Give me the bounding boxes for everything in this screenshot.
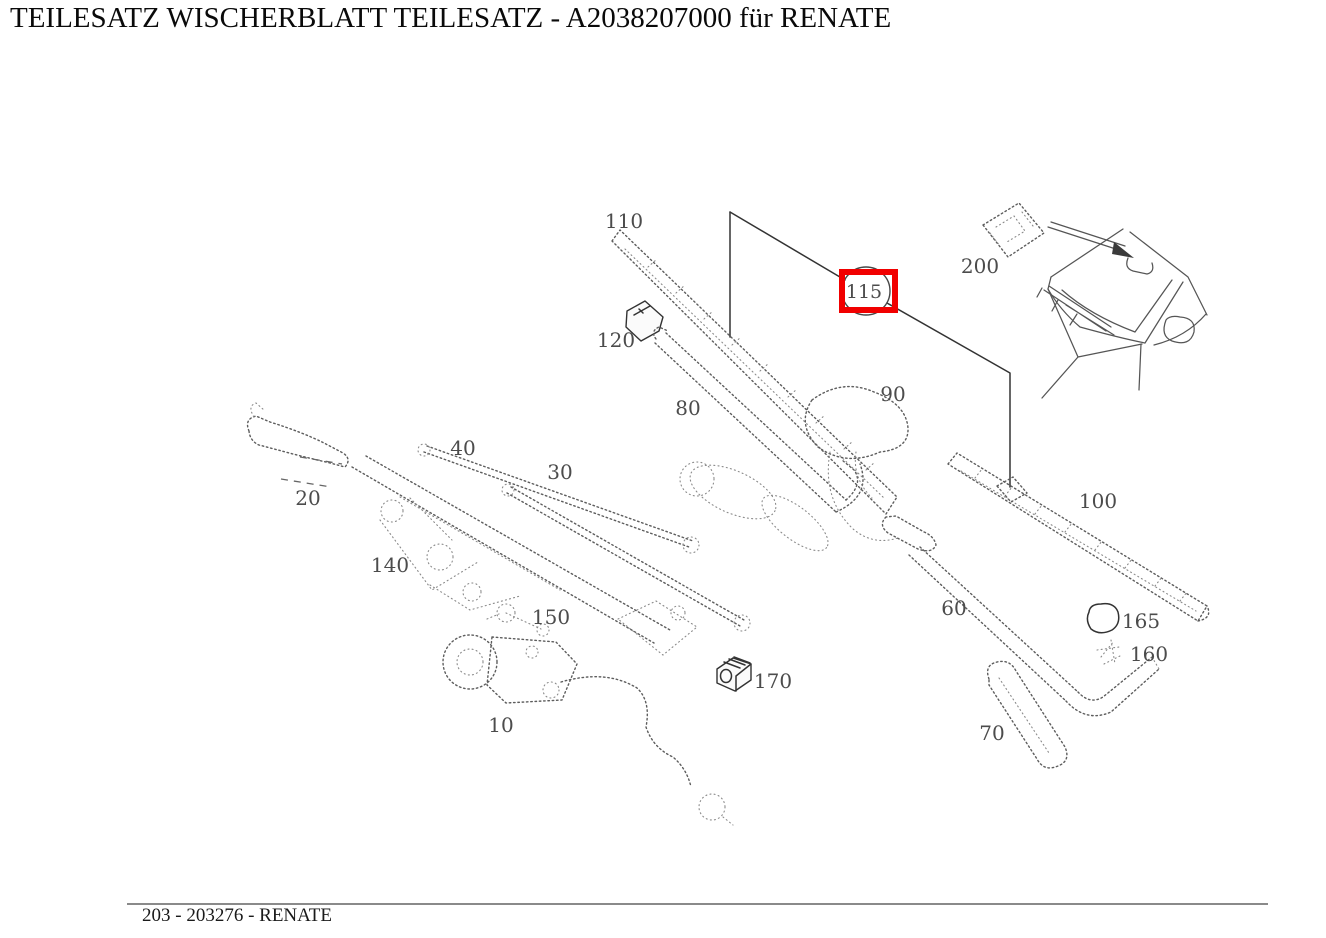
part-label-90[interactable]: 90 [880, 382, 905, 406]
wiper-blade-110-drawing [611, 229, 898, 515]
nut-160-drawing [1096, 639, 1123, 665]
part-label-160[interactable]: 160 [1130, 642, 1168, 666]
part-label-120[interactable]: 120 [597, 328, 635, 352]
cover-200-drawing [982, 202, 1045, 258]
wiper-arm-60-drawing [881, 515, 1160, 717]
part-label-70[interactable]: 70 [979, 721, 1004, 745]
pointer-arrow-icon [1047, 221, 1134, 258]
part-label-115[interactable]: 115 [846, 281, 882, 303]
part-label-100[interactable]: 100 [1079, 489, 1117, 513]
part-label-200[interactable]: 200 [961, 254, 999, 278]
windshield-outline [729, 211, 1011, 488]
part-label-170[interactable]: 170 [754, 669, 792, 693]
part-label-10[interactable]: 10 [488, 713, 513, 737]
bracket-170-drawing [716, 656, 752, 692]
grommet-165-drawing [1086, 602, 1120, 634]
part-label-30[interactable]: 30 [547, 460, 572, 484]
part-label-140[interactable]: 140 [371, 553, 409, 577]
part-label-60[interactable]: 60 [941, 596, 966, 620]
part-label-80[interactable]: 80 [675, 396, 700, 420]
wiper-arm-70-drawing [986, 660, 1068, 769]
page-title: TEILESATZ WISCHERBLATT TEILESATZ - A2038… [10, 2, 892, 34]
part-label-40[interactable]: 40 [450, 436, 475, 460]
part-label-165[interactable]: 165 [1122, 609, 1160, 633]
footer-reference: 203 - 203276 - RENATE [142, 905, 332, 926]
part-label-20[interactable]: 20 [295, 486, 320, 510]
cover-90-drawing [804, 385, 909, 541]
car-location-sketch [1036, 221, 1208, 399]
footer-divider [127, 903, 1268, 905]
wiper-arm-80-drawing [652, 326, 864, 552]
highlight-box [839, 269, 898, 313]
wiper-blade-100-drawing [947, 452, 1210, 622]
linkage-assembly-drawing [246, 402, 751, 826]
part-label-110[interactable]: 110 [605, 209, 643, 233]
part-label-150[interactable]: 150 [532, 605, 570, 629]
